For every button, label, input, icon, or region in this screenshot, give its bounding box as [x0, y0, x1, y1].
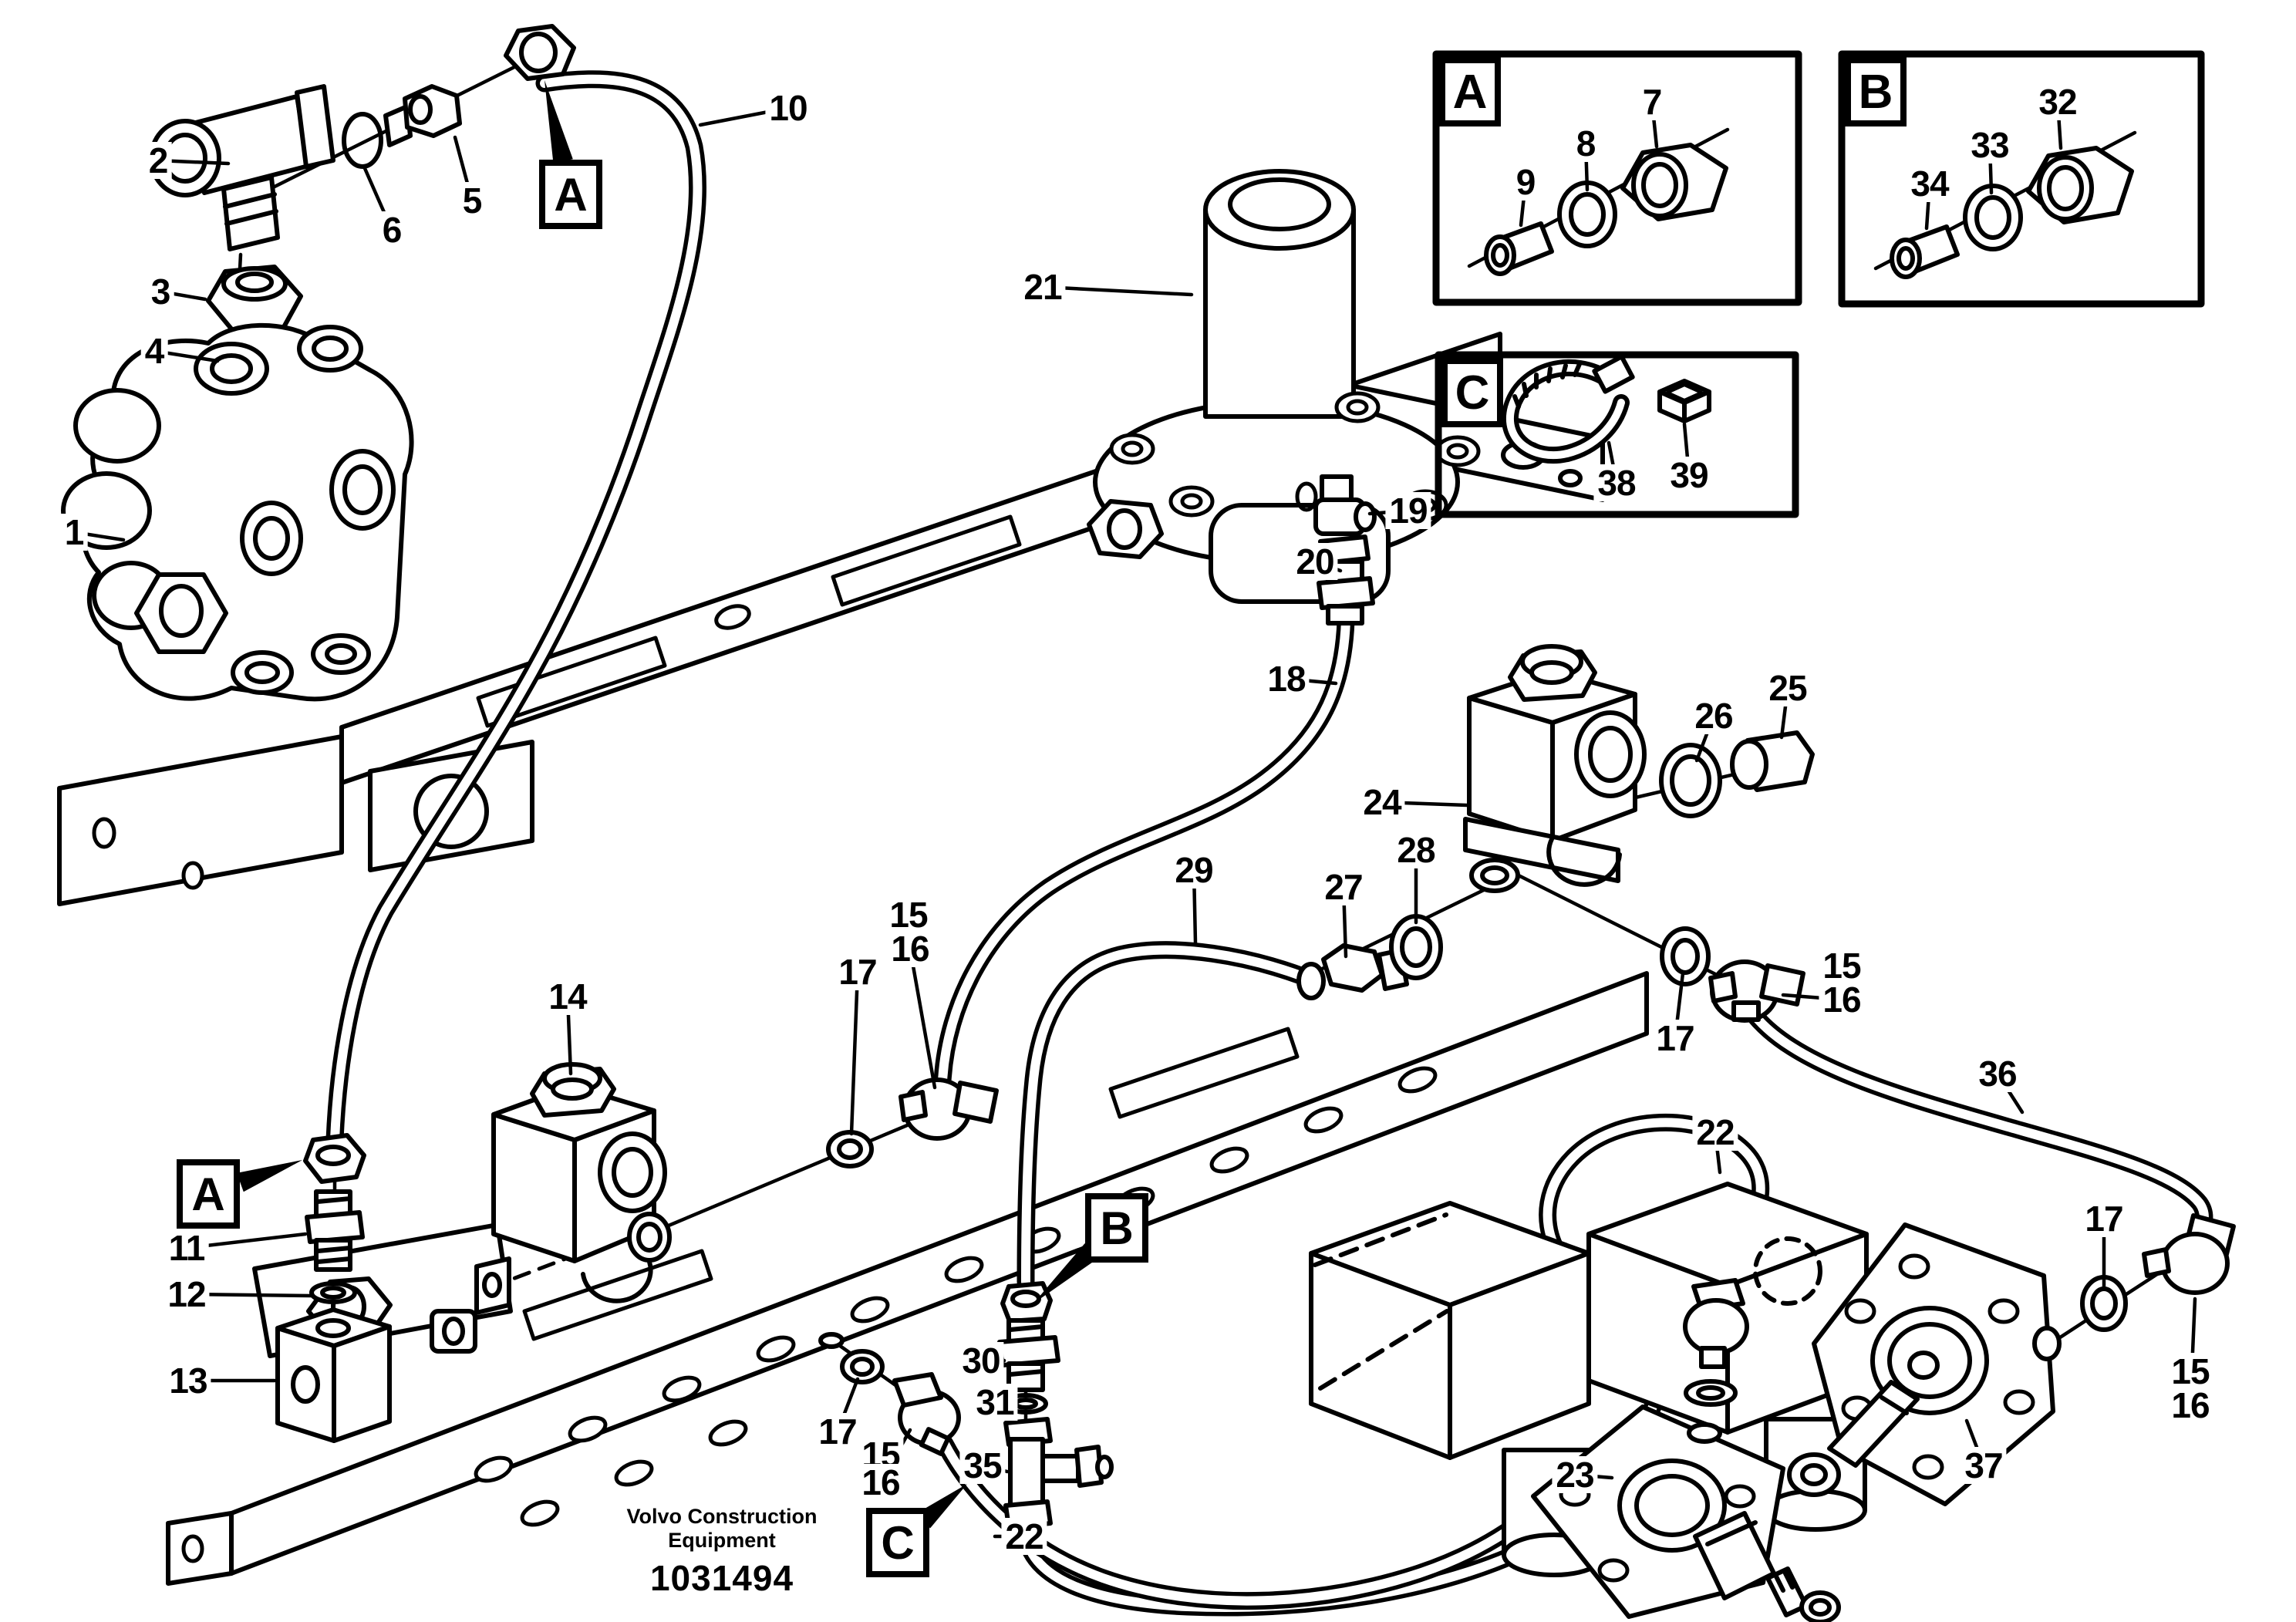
detail-panel-B: [1838, 50, 2205, 308]
figure-number: 1031494: [649, 1558, 794, 1599]
compression-ring-8: [1557, 180, 1617, 248]
hose-18: [933, 612, 1355, 1091]
inset-a-contents: [1484, 143, 1728, 276]
union-nut-7: [1620, 143, 1728, 221]
valve-block-1: [61, 322, 414, 702]
leader-line-16: [908, 946, 937, 1090]
sleeve-9: [1484, 221, 1554, 276]
detail-marker-arrows: [236, 80, 1099, 1529]
leader-line-9: [1519, 180, 1528, 228]
leader-line-39: [1682, 422, 1691, 477]
union-fitting-11: [305, 1189, 365, 1272]
elbow-15-16-d: [892, 1372, 961, 1456]
leader-line-25: [1779, 686, 1790, 740]
leader-line-10: [698, 106, 791, 127]
inset-b-contents: [1890, 146, 2134, 279]
washer-12: [309, 1281, 357, 1304]
leader-line-7: [1650, 99, 1659, 149]
union-fitting-20: [1317, 534, 1375, 626]
washer-17-a: [826, 1130, 874, 1168]
leader-line-36: [1995, 1071, 2025, 1114]
union-fitting-27: [1296, 943, 1409, 1000]
nipple-5: [383, 84, 462, 147]
washer-26: [1659, 743, 1722, 818]
leader-line-16: [2188, 1297, 2197, 1408]
washer-17-d2: [1684, 1379, 1738, 1407]
flare-nut-top: [504, 24, 576, 81]
lock-nut-3: [206, 265, 303, 334]
elbow-15-16-a: [899, 1077, 999, 1141]
leader-line-34: [1924, 181, 1932, 231]
tee-union-35: [1003, 1417, 1114, 1529]
pipe-29: [1017, 941, 1324, 1291]
leader-line-24: [1380, 800, 1469, 808]
leader-line-21: [1040, 285, 1194, 297]
sleeve-34: [1890, 224, 1960, 279]
washer-28: [1389, 914, 1443, 980]
brake-valve-37: [1787, 1222, 2062, 1506]
inset-c-contents: [1502, 354, 1711, 464]
leader-line-33: [1988, 143, 1994, 195]
detail-panel-C: [1435, 351, 1799, 518]
valve-manifold-assembly: [1309, 1182, 1869, 1577]
tee-fitting-2: [149, 84, 335, 251]
washer-17-d: [818, 1332, 885, 1384]
hoses: [325, 70, 2213, 1617]
elbow-fitting-19: [1295, 474, 1377, 536]
brand-name-line1: Volvo Construction: [626, 1504, 818, 1528]
leader-line-32: [2055, 99, 2063, 150]
marker-arrow-B: [1033, 1243, 1099, 1303]
elbow-15-16-c: [2142, 1213, 2236, 1295]
compression-ring-33: [1963, 184, 2023, 251]
junction-block-13: [275, 1307, 392, 1443]
leader-line-17: [849, 969, 860, 1136]
elbow-15-16-b: [1708, 959, 1805, 1023]
lower-mounting-plate: [166, 971, 1649, 1586]
union-nut-32: [2026, 146, 2134, 224]
leader-line-3: [158, 289, 207, 302]
cable-tie-38: [1502, 354, 1635, 464]
marker-arrow-A: [544, 80, 573, 164]
marker-arrow-C: [917, 1484, 967, 1529]
leader-line-35: [980, 1463, 1010, 1474]
detail-panel-A: [1432, 50, 1802, 306]
o-ring-6: [342, 112, 383, 169]
leader-line-16: [878, 1428, 912, 1485]
leader-line-12: [184, 1292, 314, 1298]
elbow-15-16-d2: [1683, 1278, 1749, 1369]
leader-line-17: [835, 1377, 860, 1434]
flare-nut-hose10-end: [303, 1133, 366, 1184]
marker-arrow-A: [236, 1160, 302, 1192]
washer-17-b: [1660, 926, 1711, 986]
plug-25: [1730, 730, 1815, 792]
union-fitting-30: [997, 1318, 1060, 1392]
inset-panel-frames: [1432, 50, 2205, 518]
solenoid-valve-24: [1463, 644, 1647, 893]
leader-line-6: [362, 164, 394, 232]
brand-name-line2: Equipment: [668, 1529, 776, 1552]
drawing-footer: Volvo Construction Equipment 1031494: [627, 1505, 818, 1599]
leader-line-11: [184, 1232, 308, 1250]
leader-line-27: [1341, 885, 1348, 959]
leader-line-5: [453, 135, 474, 203]
leader-line-8: [1583, 141, 1590, 192]
leader-line-29: [1192, 868, 1198, 945]
hose-10: [325, 70, 707, 1149]
clip-39: [1657, 379, 1711, 423]
pipe-36: [1741, 1001, 2213, 1245]
leader-line-38: [1607, 440, 1619, 485]
leader-line-14: [565, 994, 573, 1076]
flare-nut-above-30: [1000, 1281, 1053, 1324]
